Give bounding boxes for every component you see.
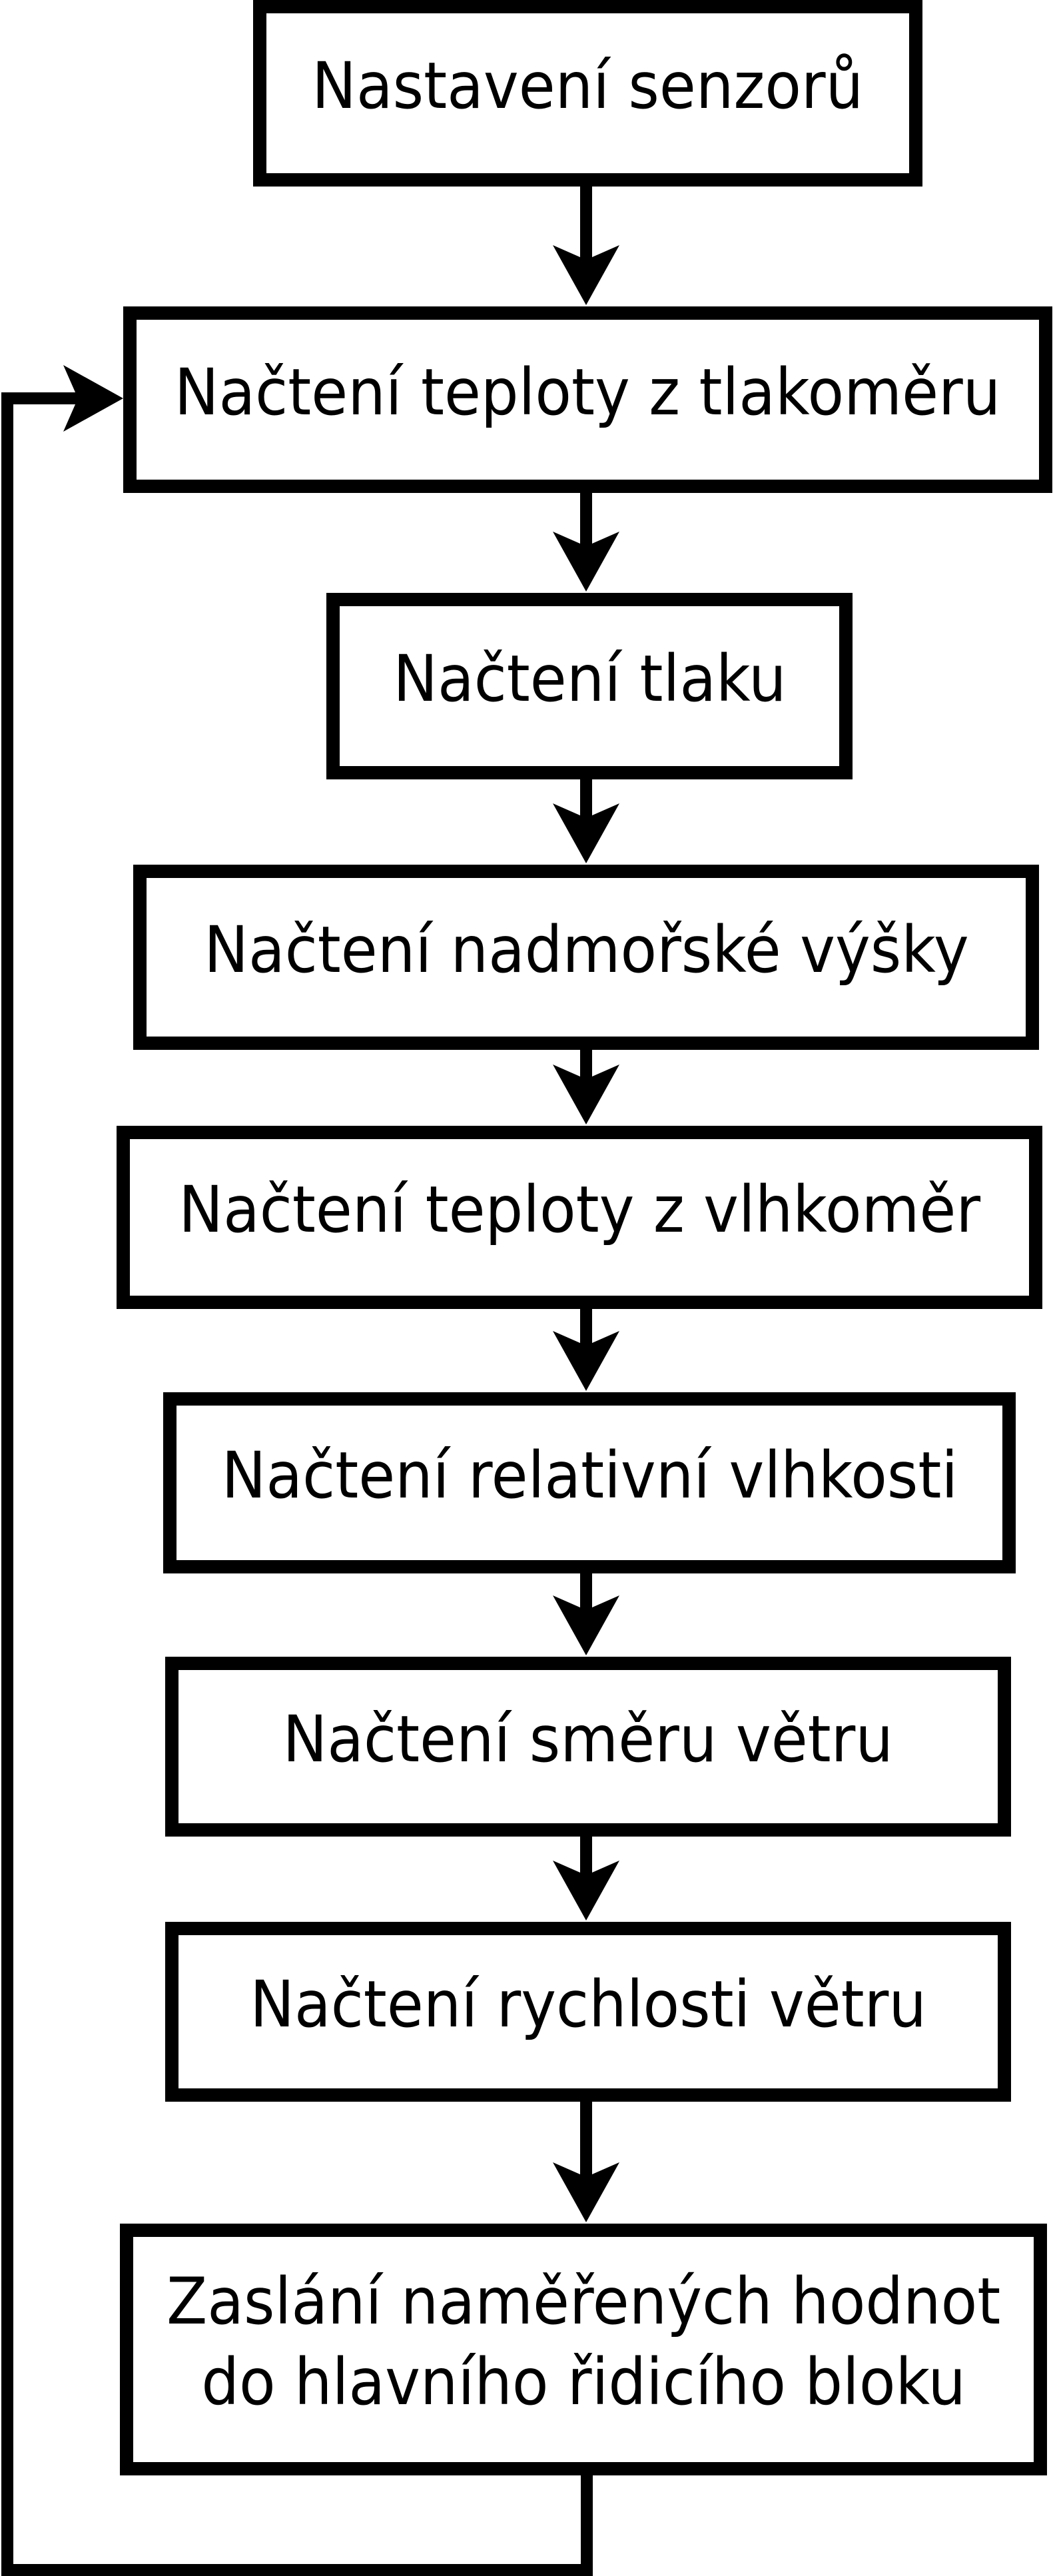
flow-node-send-values: Zaslání naměřených hodnot do hlavního ři… xyxy=(120,2224,1047,2475)
flow-node-read-wind-direction: Načtení směru větru xyxy=(165,1657,1011,1837)
flow-node-read-altitude: Načtení nadmořské výšky xyxy=(133,865,1039,1050)
flow-node-read-pressure: Načtení tlaku xyxy=(326,593,853,779)
flow-node-label: Nastavení senzorů xyxy=(312,48,864,123)
flow-node-label: Načtení teploty z tlakoměru xyxy=(175,354,1001,430)
connector-arrow-4 xyxy=(553,1043,619,1124)
loop-connector xyxy=(1,365,593,2576)
connector-arrow-1 xyxy=(553,180,619,305)
flow-node-label: Načtení rychlosti větru xyxy=(250,1966,926,2042)
arrowhead-down-icon xyxy=(553,2162,619,2222)
flow-node-label: Načtení nadmořské výšky xyxy=(203,912,969,987)
arrowhead-down-icon xyxy=(553,803,619,863)
connector-arrow-7 xyxy=(553,1830,619,1921)
flow-node-setup-sensors: Nastavení senzorů xyxy=(253,0,922,187)
flow-node-read-wind-speed: Načtení rychlosti větru xyxy=(165,1922,1011,2102)
flow-node-label: Načtení směru větru xyxy=(282,1701,894,1777)
flow-node-label: Načtení relativní vlhkosti xyxy=(221,1438,958,1513)
flow-node-read-temp-humidity-sensor: Načtení teploty z vlhkoměr xyxy=(117,1126,1042,1309)
flow-node-read-temp-pressure-sensor: Načtení teploty z tlakoměru xyxy=(123,306,1052,493)
loop-arrowhead-right-icon xyxy=(63,365,123,432)
flow-node-label: Načtení tlaku xyxy=(392,641,787,716)
connector-arrow-3 xyxy=(553,773,619,863)
arrowhead-down-icon xyxy=(553,1065,619,1124)
arrowhead-down-icon xyxy=(553,1331,619,1391)
connector-arrow-2 xyxy=(553,486,619,592)
arrowhead-down-icon xyxy=(553,245,619,305)
flow-node-label: Zaslání naměřených hodnot do hlavního ři… xyxy=(166,2264,1001,2419)
flow-node-read-relative-humidity: Načtení relativní vlhkosti xyxy=(163,1392,1016,1573)
arrowhead-down-icon xyxy=(553,1861,619,1921)
connector-arrow-5 xyxy=(553,1302,619,1391)
arrowhead-down-icon xyxy=(553,532,619,592)
arrowhead-down-icon xyxy=(553,1595,619,1655)
flow-node-label: Načtení teploty z vlhkoměr xyxy=(178,1172,980,1248)
connector-arrow-6 xyxy=(553,1567,619,1655)
connector-arrow-8 xyxy=(553,2095,619,2222)
